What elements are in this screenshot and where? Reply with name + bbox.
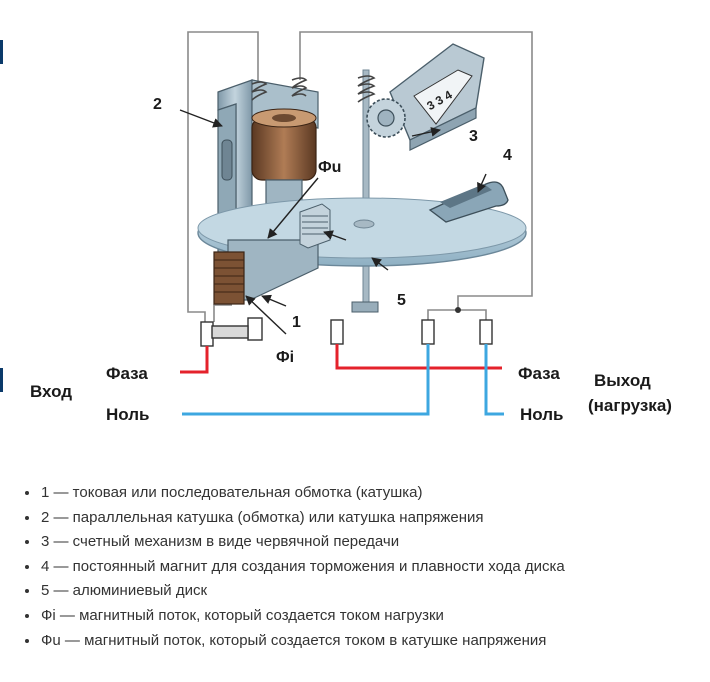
terminal-input-neutral	[247, 317, 263, 341]
legend-item: 3 — счетный механизм в виде червячной пе…	[40, 530, 565, 555]
brake-magnet	[428, 181, 509, 223]
input-phase-label: Фаза	[106, 364, 148, 383]
legend-item: Фu — магнитный поток, который создается …	[40, 629, 565, 654]
label-4: 4	[503, 147, 512, 164]
neutral-wires	[182, 344, 504, 416]
terminal-output-phase	[330, 319, 344, 345]
input-title: Вход	[30, 382, 72, 401]
output-subtitle: (нагрузка)	[588, 396, 672, 415]
terminals	[200, 317, 493, 347]
disc-axle	[362, 69, 370, 303]
counter-mechanism: 3 3 4	[366, 43, 485, 151]
left-edge-bar-top	[0, 40, 3, 64]
meter-diagram: 3 3 4	[30, 31, 672, 424]
output-neutral-label: Ноль	[520, 405, 564, 424]
label-3: 3	[469, 128, 478, 145]
phase-wires	[180, 344, 502, 374]
legend-item: 1 — токовая или последовательная обмотка…	[40, 481, 565, 506]
label-phi-i: Фi	[276, 349, 294, 366]
label-5: 5	[397, 292, 406, 309]
terminal-input-phase	[200, 321, 214, 347]
legend-item: 5 — алюминиевый диск	[40, 579, 565, 604]
output-title: Выход	[594, 371, 651, 390]
axle-spring	[357, 75, 376, 103]
terminal-output-neutral-1	[421, 319, 435, 345]
left-edge-bar-bottom	[0, 368, 3, 392]
current-coil-assembly	[213, 203, 331, 305]
label-1: 1	[292, 314, 301, 331]
legend-item: 4 — постоянный магнит для создания тормо…	[40, 555, 565, 580]
output-phase-label: Фаза	[518, 364, 560, 383]
terminal-output-neutral-2	[479, 319, 493, 345]
current-coil	[213, 251, 245, 305]
label-2: 2	[153, 96, 162, 113]
legend-item: 2 — параллельная катушка (обмотка) или к…	[40, 506, 565, 531]
input-neutral-label: Ноль	[106, 405, 150, 424]
legend-list: 1 — токовая или последовательная обмотка…	[18, 481, 565, 653]
label-phi-u: Фu	[318, 159, 341, 176]
flux-arrows	[179, 109, 487, 335]
legend-item: Фi — магнитный поток, который создается …	[40, 604, 565, 629]
